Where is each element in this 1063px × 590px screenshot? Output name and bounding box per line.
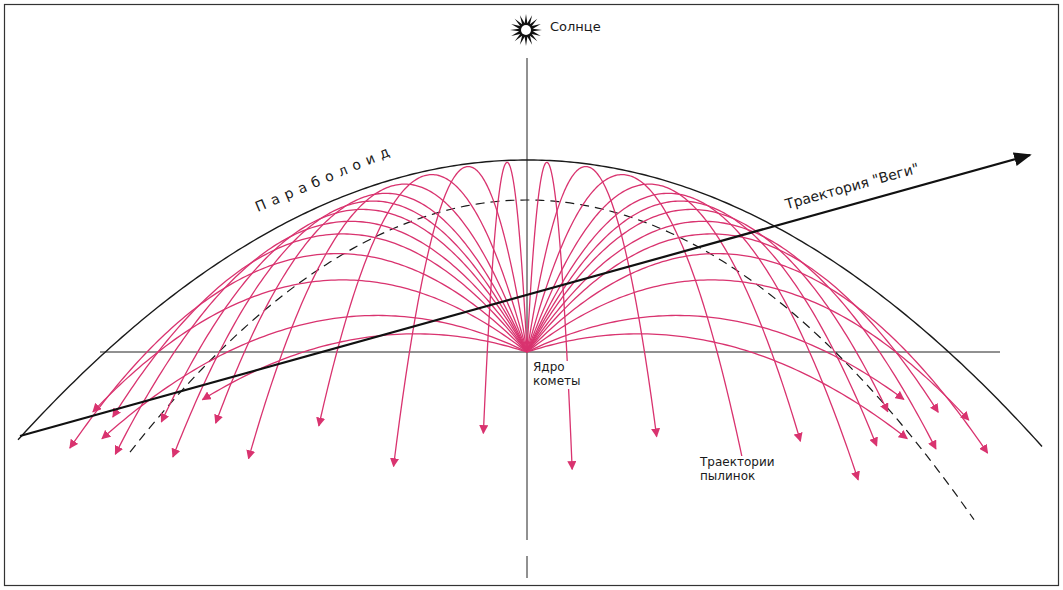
dust-label: Траектории пылинок bbox=[698, 456, 776, 484]
vega-trajectory-line bbox=[20, 155, 1030, 436]
frame bbox=[5, 5, 1059, 586]
sun-symbol bbox=[510, 14, 542, 46]
nucleus-label: Ядро кометы bbox=[531, 361, 582, 389]
horizontal-axis bbox=[100, 352, 1000, 353]
dust-trajectory bbox=[527, 254, 988, 453]
dust-trajectory bbox=[527, 334, 907, 439]
dust-trajectory bbox=[93, 280, 527, 412]
dust-trajectory bbox=[115, 221, 527, 454]
dust-trajectory bbox=[202, 334, 527, 400]
dust-trajectory bbox=[527, 209, 888, 411]
dust-trajectory bbox=[527, 201, 877, 446]
dust-trajectory bbox=[319, 175, 527, 426]
paraboloid-curves bbox=[18, 160, 1042, 520]
dust-trajectory bbox=[249, 184, 527, 458]
dust-trajectory bbox=[113, 234, 527, 417]
dust-trajectory bbox=[394, 167, 527, 467]
dust-trajectory bbox=[527, 175, 745, 473]
sun-core bbox=[521, 25, 531, 35]
dashed-envelope bbox=[130, 200, 974, 520]
dust-trajectory bbox=[527, 280, 969, 420]
axes bbox=[100, 58, 1000, 578]
dust-trajectory bbox=[161, 209, 527, 421]
vega-trajectory bbox=[20, 155, 1030, 436]
dust-trajectory bbox=[527, 315, 904, 399]
dust-trajectories bbox=[70, 162, 988, 479]
dust-trajectory bbox=[173, 201, 527, 457]
sun-label: Солнце bbox=[548, 20, 603, 35]
dust-trajectory bbox=[527, 193, 858, 479]
dust-trajectory bbox=[527, 221, 936, 449]
dust-trajectory bbox=[527, 184, 800, 441]
dust-trajectory bbox=[70, 254, 527, 448]
sun-symbol bbox=[510, 14, 542, 46]
sun-axis bbox=[527, 58, 528, 540]
sun-axis bbox=[527, 556, 528, 578]
